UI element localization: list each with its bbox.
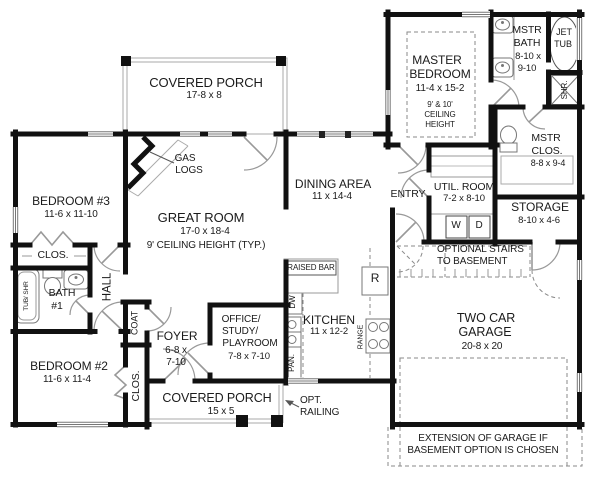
room-label-bath1: BATH	[48, 287, 76, 299]
bifold-door-icon	[29, 230, 76, 247]
windows	[12, 11, 583, 428]
room-label-storage: STORAGE	[511, 200, 569, 214]
label-jet-tub: JET	[556, 27, 572, 37]
room-dims-great-room: 17-0 x 18-4	[180, 226, 230, 237]
label-opt-railing: RAILING	[300, 407, 340, 418]
room-dims-mstr-bath: 9-10	[517, 63, 537, 74]
room-label-coat: COAT	[129, 311, 140, 335]
room-dims-dining: 11 x 14-4	[311, 191, 353, 202]
room-dims-garage: 20-8 x 20	[461, 341, 503, 352]
label-gas-logs: GAS	[174, 153, 196, 164]
room-label-office: OFFICE/	[221, 314, 261, 325]
walls	[10, 9, 585, 430]
bifold-door-icon	[113, 364, 128, 400]
label-shower: SHR.	[560, 80, 569, 100]
room-label-covered-porch-top: COVERED PORCH	[149, 75, 263, 90]
note-master-ceiling: 9' & 10'	[427, 100, 453, 109]
washer-icon	[445, 215, 468, 239]
raised-bar-counter	[283, 258, 339, 294]
room-label-dining: DINING AREA	[294, 177, 372, 191]
sink-icon	[63, 269, 89, 290]
stair-treads	[399, 269, 522, 277]
label-raised-bar: RAISED BAR	[287, 263, 335, 272]
opt-railing-arrow	[285, 400, 300, 408]
room-label-master-bedroom: MASTER	[412, 53, 462, 67]
room-label-entry: ENTRY	[390, 188, 426, 200]
room-label-util: UTIL. ROOM	[433, 181, 495, 193]
label-dishwasher: DW	[288, 295, 297, 309]
label-tub-shr: TUB/ SHR	[22, 281, 30, 311]
room-dims-kitchen: 11 x 12-2	[309, 326, 349, 337]
room-label-office: STUDY/	[221, 326, 259, 337]
label-washer: W	[451, 220, 461, 231]
room-label-bath1: #1	[51, 300, 63, 312]
room-label-bedroom3: BEDROOM #3	[32, 194, 110, 208]
label-optional-stairs: OPTIONAL STAIRS	[437, 244, 524, 255]
label-opt-railing: OPT.	[300, 395, 322, 406]
room-dims-master-bedroom: 11-4 x 15-2	[415, 83, 465, 94]
room-dims-office: 7-8 x 7-10	[228, 351, 270, 362]
label-pantry: PAN.	[287, 354, 296, 372]
room-label-covered-porch-bottom: COVERED PORCH	[162, 391, 272, 405]
room-label-mstr-clos: MSTR	[531, 132, 561, 144]
room-dims-mstr-bath: 8-10 x	[515, 51, 541, 62]
fireplace-icon	[126, 135, 189, 197]
dryer-icon	[468, 215, 491, 239]
fridge-icon	[361, 266, 389, 296]
room-label-office: PLAYROOM	[222, 338, 278, 349]
room-label-garage: GARAGE	[458, 325, 512, 339]
room-label-garage: TWO CAR	[456, 311, 516, 325]
note-garage-extension: EXTENSION OF GARAGE IF	[418, 433, 548, 444]
toilet-icon	[42, 269, 63, 295]
room-label-clos-bed2: CLOS.	[129, 370, 142, 402]
note-garage-extension: BASEMENT OPTION IS CHOSEN	[407, 445, 559, 456]
note-ceiling-height: 9' CEILING HEIGHT (TYP.)	[146, 240, 266, 251]
tub-icon	[14, 268, 40, 324]
label-range: RANGE	[357, 324, 365, 350]
room-dims-covered-porch-top: 17-8 x 8	[186, 90, 222, 101]
room-label-mstr-bath: BATH	[513, 37, 541, 49]
room-label-kitchen: KITCHEN	[303, 313, 355, 327]
fixtures	[14, 14, 580, 408]
note-master-ceiling: CEILING	[424, 110, 456, 119]
room-label-mstr-bath: MSTR	[512, 24, 542, 36]
label-fridge: R	[370, 271, 380, 285]
label-dryer: D	[475, 220, 483, 231]
range-icon	[365, 318, 391, 354]
toilet-icon	[499, 125, 518, 153]
room-dims-bedroom2: 11-6 x 11-4	[42, 374, 92, 385]
room-dims-storage: 8-10 x 4-6	[518, 215, 560, 226]
label-jet-tub: TUB	[554, 39, 572, 49]
room-dims-foyer: 6-8 x	[165, 345, 187, 356]
label-optional-stairs: TO BASEMENT	[437, 256, 508, 267]
room-label-great-room: GREAT ROOM	[157, 210, 245, 225]
shower-icon	[551, 75, 579, 105]
porch-columns	[121, 56, 286, 427]
room-dims-bedroom3: 11-6 x 11-10	[44, 209, 98, 220]
room-label-foyer: FOYER	[156, 329, 198, 343]
note-master-ceiling: HEIGHT	[425, 120, 455, 129]
room-label-hall: HALL	[101, 272, 114, 302]
room-dims-util: 7-2 x 8-10	[443, 193, 485, 204]
room-dims-covered-porch-bottom: 15 x 5	[207, 406, 235, 417]
door-swings	[29, 79, 561, 400]
room-dims-mstr-clos: 8-8 x 9-4	[530, 158, 566, 168]
label-gas-logs: LOGS	[175, 165, 203, 176]
room-dims-foyer: 7-10	[166, 357, 186, 368]
room-label-mstr-clos: CLOS.	[531, 145, 563, 157]
room-label-bedroom2: BEDROOM #2	[30, 359, 108, 373]
room-label-master-bedroom: BEDROOM	[409, 67, 471, 81]
room-label-clos-bed3: CLOS.	[37, 249, 69, 261]
